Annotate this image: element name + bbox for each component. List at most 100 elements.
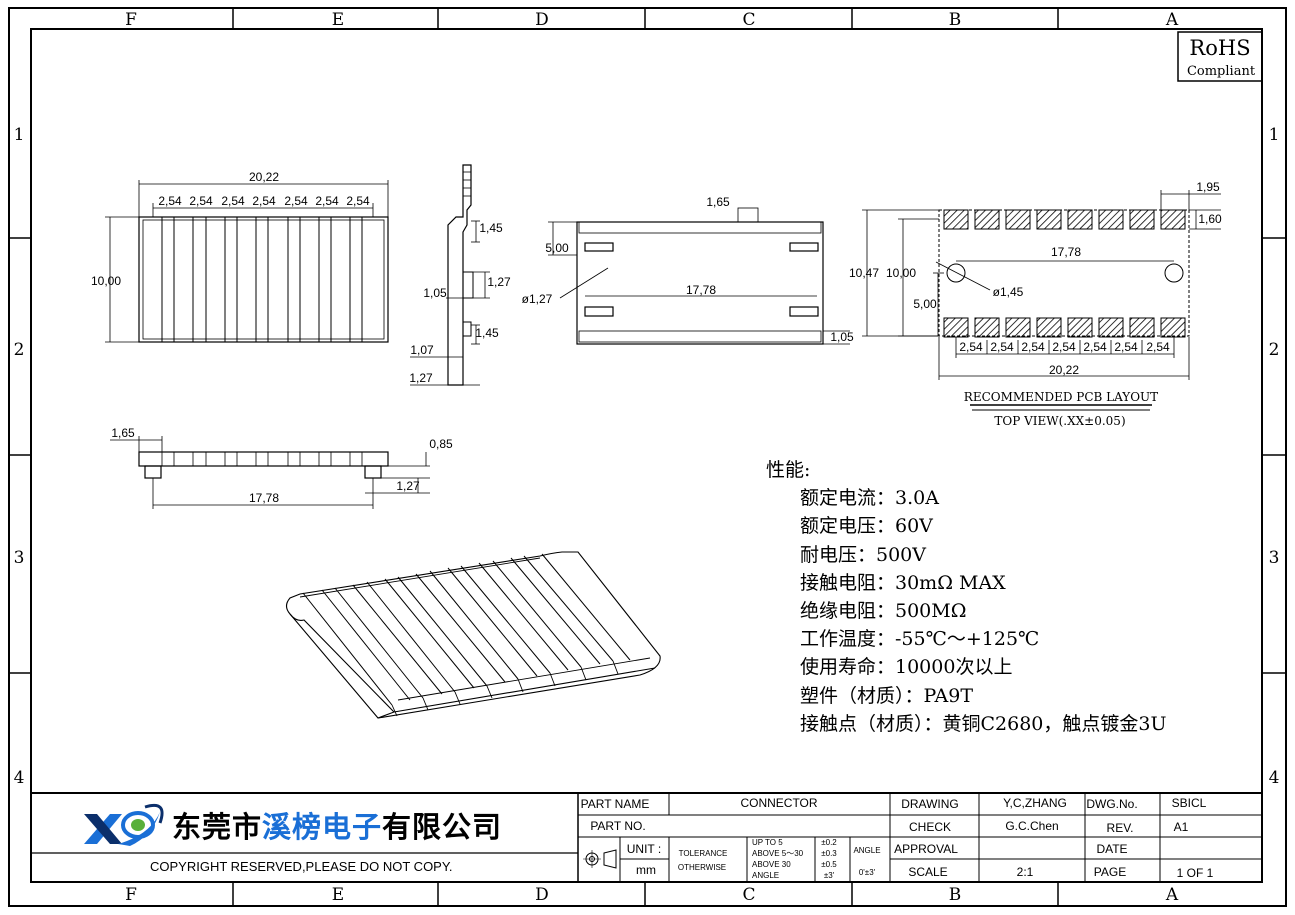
unit-value: mm: [636, 863, 656, 877]
spec-item: 使用寿命：10000次以上: [800, 656, 1013, 679]
col-label: A: [1165, 10, 1179, 30]
tol-range: ABOVE 5～30: [752, 849, 804, 858]
spec-item: 接触电阻：30mΩ MAX: [800, 571, 1006, 594]
company-name-brand: 溪榜电子: [262, 810, 383, 844]
title-block-text: PART NAME CONNECTOR PART NO. UNIT : mm T…: [581, 796, 1214, 880]
dim-hole: ø1,27: [522, 292, 553, 306]
dim-pitch: 2,54: [1114, 340, 1138, 354]
rev-label: REV.: [1107, 821, 1134, 835]
front-view-dims: 20,22 2,54 2,54 2,54 2,54 2,54 2,54 2,54…: [91, 170, 370, 288]
col-label: B: [949, 885, 962, 905]
column-labels-top: F E D C B A: [125, 10, 1179, 30]
tol-range: ANGLE: [752, 871, 779, 880]
spec-heading: 性能:: [766, 459, 811, 481]
front-view: [105, 180, 389, 343]
dwg-label: DWG.No.: [1086, 797, 1137, 811]
dim-pitch: 2,54: [1146, 340, 1170, 354]
dim-1-95: 1,95: [1196, 180, 1220, 194]
lower-view-dims: 1,65 0,85 1,27 17,78: [111, 426, 453, 505]
dim-20-22: 20,22: [1049, 363, 1079, 377]
bottom-view: [548, 207, 850, 345]
spec-list: 性能: 额定电流：3.0A 额定电压：60V 耐电压：500V 接触电阻：30m…: [766, 456, 1167, 738]
row-label: 4: [14, 768, 25, 788]
title-block: [31, 792, 1262, 882]
row-labels-left: 1 2 3 4: [14, 125, 25, 788]
tol-value: ±3': [824, 871, 835, 880]
row-label: 3: [14, 548, 25, 568]
border-dividers: [9, 8, 1286, 906]
spec-item: 额定电流：3.0A: [800, 487, 939, 510]
drawing-value: Y,C,ZHANG: [1003, 796, 1067, 810]
dim-pitch: 2,54: [189, 194, 213, 208]
dim-17-78: 17,78: [249, 491, 279, 505]
page-value: 1 OF 1: [1177, 866, 1214, 880]
dim-1-07: 1,07: [410, 343, 434, 357]
rev-value: A1: [1174, 820, 1189, 834]
col-label: F: [125, 10, 137, 30]
col-label: E: [332, 885, 344, 905]
angle-label: ANGLE: [853, 846, 880, 855]
spec-item: 额定电压：60V: [800, 515, 933, 538]
dim-pitch: 2,54: [959, 340, 983, 354]
pcb-layout-dims: 1,95 1,60 10,47 10,00 17,78 ø1,45 5,00 2…: [849, 180, 1222, 428]
approval-label: APPROVAL: [894, 842, 958, 856]
dim-hole: ø1,45: [993, 285, 1024, 299]
tol-value: ±0.3: [821, 849, 837, 858]
dim-1-27: 1,27: [396, 479, 420, 493]
row-label: 1: [14, 125, 25, 145]
spec-item: 绝缘电阻：500MΩ: [800, 600, 967, 623]
pcb-layout-title: RECOMMENDED PCB LAYOUT: [964, 390, 1158, 404]
spec-item: 接触点（材质）：黄铜C2680，触点镀金3U: [800, 712, 1167, 735]
dim-pitch: 2,54: [284, 194, 308, 208]
col-label: C: [742, 10, 755, 30]
scale-value: 2:1: [1017, 865, 1034, 879]
pcb-layout: [862, 190, 1221, 411]
dim-0-85: 0,85: [429, 437, 453, 451]
dim-overall-width: 20,22: [249, 170, 279, 184]
col-label: B: [949, 10, 962, 30]
drawing-label: DRAWING: [901, 797, 959, 811]
pcb-layout-subtitle: TOP VIEW(.XX±0.05): [994, 414, 1125, 428]
tol-value: ±0.2: [821, 838, 837, 847]
unit-label: UNIT :: [627, 842, 661, 856]
tol-range: UP TO 5: [752, 838, 783, 847]
dim-10-47: 10,47: [849, 266, 879, 280]
dim-1-05: 1,05: [830, 330, 854, 344]
check-value: G.C.Chen: [1005, 819, 1058, 833]
col-label: F: [125, 885, 137, 905]
tol-range: ABOVE 30: [752, 860, 791, 869]
spec-item: 耐电压：500V: [800, 543, 926, 566]
rohs-badge: RoHS Compliant: [1177, 31, 1263, 82]
dim-pitch: 2,54: [1021, 340, 1045, 354]
dim-17-78: 17,78: [1051, 245, 1081, 259]
rohs-subtitle: Compliant: [1187, 64, 1256, 79]
spec-item: 塑件（材质）：PA9T: [800, 684, 974, 707]
col-label: A: [1165, 885, 1179, 905]
page-label: PAGE: [1094, 865, 1126, 879]
isometric-view: [285, 551, 661, 719]
dim-pitch: 2,54: [346, 194, 370, 208]
lower-view: [110, 436, 430, 509]
dim-pitch: 2,54: [252, 194, 276, 208]
dim-pitch: 2,54: [315, 194, 339, 208]
company-name: 东莞市溪榜电子有限公司: [172, 804, 502, 846]
date-label: DATE: [1096, 842, 1127, 856]
part-no-label: PART NO.: [590, 819, 645, 833]
dim-pitch: 2,54: [1052, 340, 1076, 354]
projection-symbol-icon: [583, 849, 617, 869]
row-labels-right: 1 2 3 4: [1269, 125, 1280, 788]
row-label: 2: [1269, 340, 1280, 360]
col-label: D: [535, 885, 549, 905]
dim-1-05: 1,05: [423, 286, 447, 300]
bottom-view-dims: 1,65 5,00 ø1,27 17,78 1,05: [522, 195, 854, 344]
row-label: 3: [1269, 548, 1280, 568]
dwg-value: SBICL: [1172, 796, 1207, 810]
dim-pitch: 2,54: [158, 194, 182, 208]
column-labels-bottom: F E D C B A: [125, 885, 1179, 905]
row-label: 1: [1269, 125, 1280, 145]
tol-value: ±0.5: [821, 860, 837, 869]
dim-17-78: 17,78: [686, 283, 716, 297]
col-label: E: [332, 10, 344, 30]
dim-1-65: 1,65: [706, 195, 730, 209]
